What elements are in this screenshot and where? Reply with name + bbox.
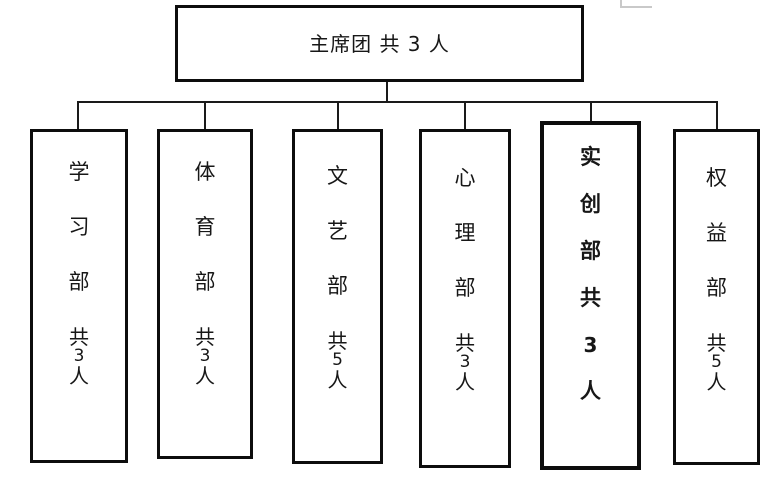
char: 5: [332, 350, 343, 370]
char: 人: [69, 364, 89, 388]
connector-bus: [77, 101, 717, 103]
char: 5: [711, 352, 722, 372]
node-department-tiyubu[interactable]: 体 育 部 共 3 人: [157, 129, 253, 459]
node-department-quanyibu[interactable]: 权 益 部 共 5 人: [673, 129, 760, 465]
connector-drop-4: [464, 101, 466, 131]
char: 人: [455, 370, 475, 394]
connector-drop-6: [716, 101, 718, 131]
connector-drop-1: [77, 101, 79, 131]
node-department-label-3: 文 艺 部 共 5 人: [295, 166, 380, 391]
char: 共: [580, 286, 601, 310]
node-department-label-1: 学 习 部 共 3 人: [33, 162, 125, 387]
char: 共: [455, 331, 475, 355]
node-root-label: 主席团 共 3 人: [309, 31, 450, 56]
char: 育: [194, 215, 216, 239]
char: 共: [195, 325, 215, 349]
char: 习: [68, 215, 90, 239]
char: 益: [706, 221, 727, 245]
node-department-label-5: 实 创 部 共 3 人: [544, 147, 637, 428]
char: 人: [327, 368, 348, 392]
char: 人: [706, 370, 727, 394]
node-department-shichuangbu[interactable]: 实 创 部 共 3 人: [540, 121, 641, 470]
char: 3: [73, 346, 85, 366]
char: 部: [194, 270, 216, 294]
char: 人: [580, 379, 601, 403]
node-department-xuexibu[interactable]: 学 习 部 共 3 人: [30, 129, 128, 463]
node-department-xinlibu[interactable]: 心 理 部 共 3 人: [419, 129, 511, 468]
char: 部: [454, 276, 476, 300]
node-department-label-6: 权 益 部 共 5 人: [676, 168, 757, 393]
connector-drop-3: [337, 101, 339, 131]
node-department-wenyibu[interactable]: 文 艺 部 共 5 人: [292, 129, 383, 464]
connector-root-stem: [386, 82, 388, 102]
char: 体: [194, 160, 216, 184]
connector-drop-2: [204, 101, 206, 131]
node-department-label-4: 心 理 部 共 3 人: [422, 168, 508, 393]
char: 3: [459, 352, 471, 372]
char: 部: [68, 270, 90, 294]
char: 部: [327, 274, 348, 298]
char: 共: [69, 325, 89, 349]
char: 人: [195, 364, 215, 388]
char: 共: [327, 329, 348, 353]
char: 部: [706, 276, 727, 300]
char: 创: [580, 192, 601, 216]
char: 实: [580, 145, 601, 169]
char: 权: [706, 166, 727, 190]
scan-artifact-vertical: [620, 0, 622, 8]
char: 3: [583, 333, 598, 357]
node-root-presidium[interactable]: 主席团 共 3 人: [175, 5, 584, 82]
connector-drop-5: [590, 101, 592, 123]
char: 3: [199, 346, 211, 366]
char: 心: [454, 166, 476, 190]
char: 艺: [327, 219, 348, 243]
char: 共: [706, 331, 727, 355]
char: 学: [68, 160, 90, 184]
scan-artifact-horizontal: [620, 6, 652, 8]
node-department-label-2: 体 育 部 共 3 人: [160, 162, 250, 387]
char: 文: [327, 164, 348, 188]
char: 理: [454, 221, 476, 245]
char: 部: [580, 239, 601, 263]
